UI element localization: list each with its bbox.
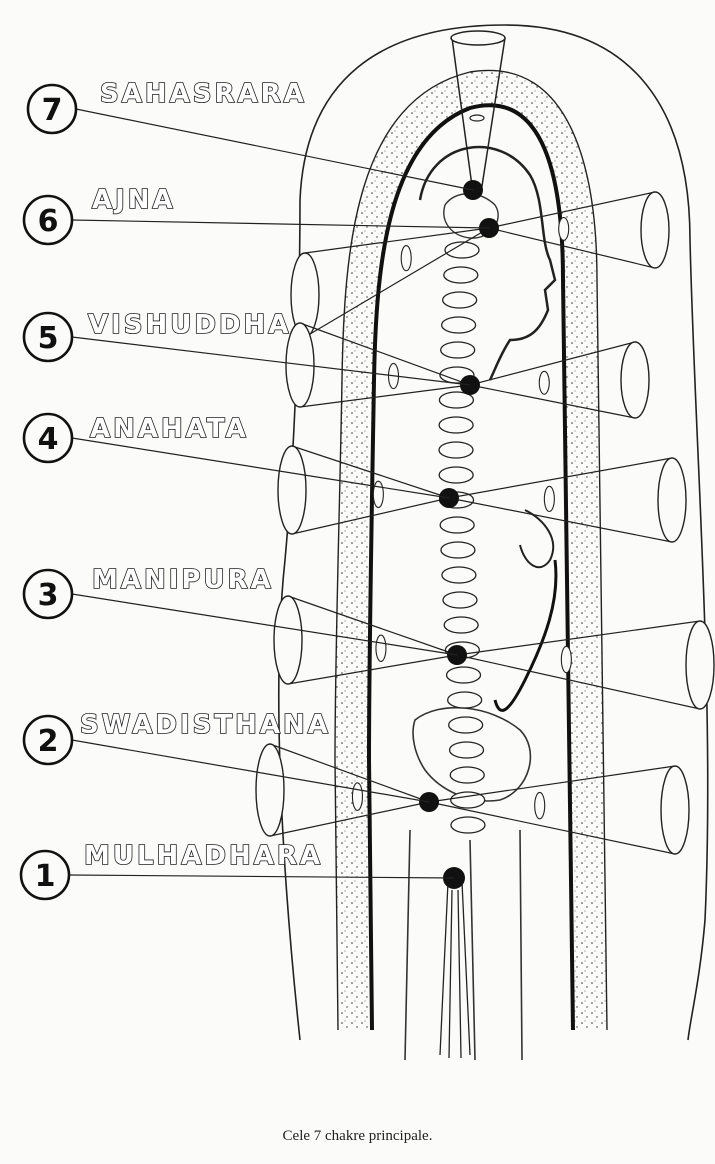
chakra-name: MANIPURA — [92, 565, 274, 595]
chakra-cone-edge — [470, 342, 635, 418]
vertebra — [447, 667, 481, 683]
chakra-cone-opening — [658, 458, 686, 542]
vertebra — [439, 467, 473, 483]
root-stem — [440, 882, 470, 1058]
chakra-cone-inner-ring — [544, 486, 554, 511]
figure-caption: Cele 7 chakre principale. — [0, 1128, 715, 1145]
chakra-number: 1 — [35, 859, 56, 894]
chakra-cone-opening — [621, 342, 649, 418]
chakra-name: SWADISTHANA — [80, 710, 331, 740]
chakra-number: 3 — [38, 578, 59, 613]
vertebra — [440, 517, 474, 533]
chakra-cone-opening — [274, 596, 302, 684]
vertebra — [442, 567, 476, 583]
chakra-number-badges: 7 6 5 4 3 2 1 — [21, 85, 76, 899]
vertebra — [441, 542, 475, 558]
chakra-cone-opening — [686, 621, 714, 709]
chakra-name: MULHADHARA — [84, 841, 323, 871]
chakra-name: VISHUDDHA — [88, 310, 291, 340]
stomach-shape — [495, 560, 556, 710]
leader-line-6 — [72, 220, 489, 228]
chakra-cone-inner-ring — [401, 246, 411, 271]
vertebra — [443, 592, 477, 608]
legs — [405, 830, 522, 1060]
leader-line-5 — [72, 337, 470, 385]
chakra-cone-opening — [661, 766, 689, 854]
chakra-cone-edge — [449, 458, 672, 542]
vertebra — [450, 742, 484, 758]
chakra-cone-inner-ring — [559, 218, 569, 241]
vertebra — [448, 692, 482, 708]
chakra-number: 4 — [38, 422, 59, 457]
chakra-number: 7 — [42, 93, 63, 128]
vertebra — [451, 817, 485, 833]
chakra-cone-inner-ring — [376, 635, 386, 661]
chakra-cone-inner-ring — [535, 792, 545, 818]
leader-line-2 — [72, 740, 429, 802]
vertebra — [443, 292, 477, 308]
vertebra — [439, 442, 473, 458]
chakra-name: SAHASRARA — [100, 79, 307, 109]
heart-shape — [520, 510, 553, 567]
face-profile — [420, 147, 555, 380]
vertebra — [444, 617, 478, 633]
chakra-cone-inner-ring — [373, 481, 383, 507]
chakra-name: ANAHATA — [90, 414, 249, 444]
leader-line-4 — [72, 438, 449, 498]
crown-cone-mouth — [451, 31, 505, 45]
chakra-number: 2 — [38, 724, 59, 759]
crown-inner-tube — [470, 115, 484, 121]
vertebra — [442, 317, 476, 333]
vertebra — [449, 717, 483, 733]
chakra-cone-opening — [278, 446, 306, 534]
chakra-cone-inner-ring — [539, 371, 549, 394]
leader-line-1 — [69, 875, 454, 878]
chakra-number: 5 — [38, 321, 59, 356]
vertebra — [450, 767, 484, 783]
chakra-cone-edge — [288, 596, 457, 684]
leader-line-3 — [72, 594, 457, 655]
chakra-cone-opening — [641, 192, 669, 268]
chakra-cone-inner-ring — [561, 646, 571, 672]
vertebra — [439, 417, 473, 433]
vertebra — [444, 267, 478, 283]
chakra-number: 6 — [38, 204, 59, 239]
vertebra — [441, 342, 475, 358]
chakra-cones — [256, 192, 714, 854]
chakra-cone-inner-ring — [352, 783, 362, 811]
chakra-cone-opening — [256, 744, 284, 836]
spine — [439, 242, 485, 833]
chakra-name: AJNA — [92, 185, 176, 215]
